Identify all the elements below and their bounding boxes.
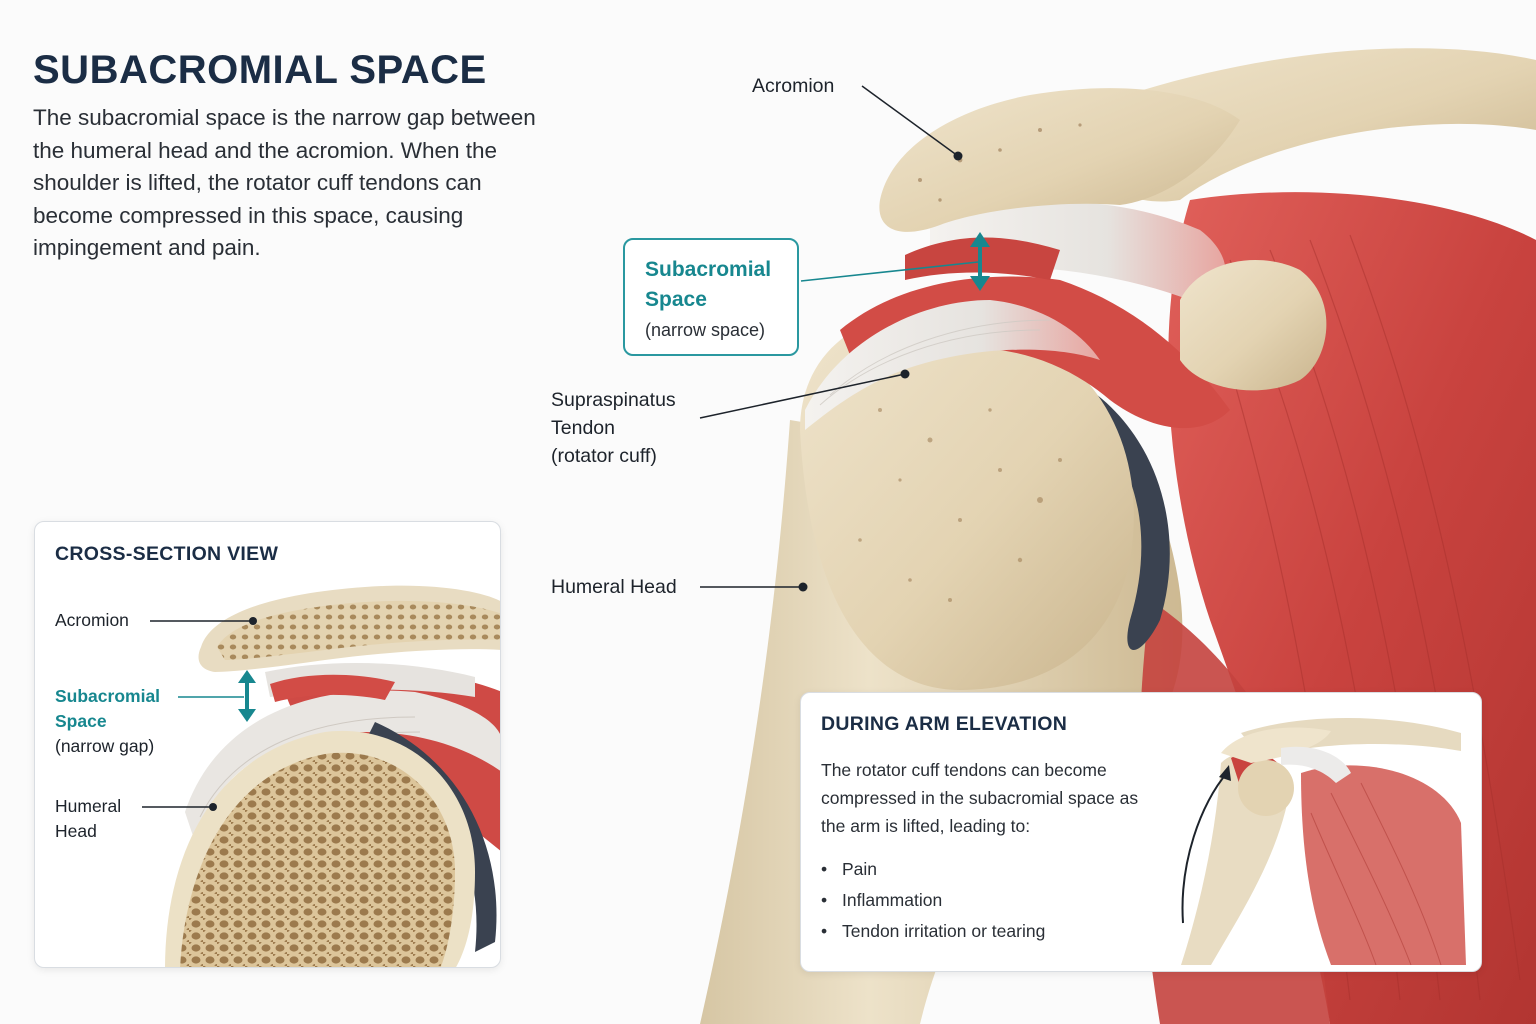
cs-subacromial-line2: Space — [55, 711, 107, 731]
arm-elevation-card: DURING ARM ELEVATION The rotator cuff te… — [800, 692, 1482, 972]
arm-elevation-title: DURING ARM ELEVATION — [821, 713, 1068, 735]
cs-humeral-label: Humeral Head — [55, 794, 121, 844]
subacromial-space-callout: Subacromial Space (narrow space) — [623, 238, 799, 356]
cross-section-title: CROSS-SECTION VIEW — [55, 543, 279, 565]
arm-elevation-illustration — [1181, 718, 1466, 965]
cs-subacromial-line1: Subacromial — [55, 686, 161, 706]
subacromial-callout-line1: Subacromial — [645, 258, 772, 281]
subacromial-callout-line2: Space — [645, 288, 707, 311]
subacromial-callout-line3: (narrow space) — [645, 320, 766, 340]
subacromial-arrow — [970, 232, 990, 291]
list-item: Tendon irritation or tearing — [821, 916, 1045, 947]
arm-elevation-text: The rotator cuff tendons can become comp… — [821, 760, 1139, 836]
cs-subacromial-label: Subacromial Space (narrow gap) — [55, 684, 160, 759]
supraspinatus-leader — [699, 373, 906, 419]
list-item: Pain — [821, 854, 1045, 885]
acromion-bone — [879, 88, 1240, 232]
cross-section-illustration — [142, 585, 500, 967]
humeral-head — [800, 310, 1134, 690]
supraspinatus-label: Supraspinatus Tendon (rotator cuff) — [551, 386, 676, 470]
supraspinatus-label-line2: Tendon — [551, 417, 615, 439]
cs-humeral-line2: Head — [55, 821, 97, 841]
intro-text: The subacromial space is the narrow gap … — [33, 105, 536, 260]
acromion-leader — [861, 85, 959, 157]
subacromial-leader — [800, 261, 979, 282]
cs-acromion-label: Acromion — [55, 610, 129, 630]
supraspinatus-label-line1: Supraspinatus — [551, 389, 676, 411]
cross-section-card: CROSS-SECTION VIEW Acromion Subacromial … — [34, 521, 501, 968]
list-item: Inflammation — [821, 885, 1045, 916]
cs-subacromial-line3: (narrow gap) — [55, 736, 155, 756]
page-title: SUBACROMIAL SPACE — [33, 48, 487, 92]
supraspinatus-tendon — [805, 300, 1100, 430]
symptom-list: Pain Inflammation Tendon irritation or t… — [821, 854, 1045, 947]
coracoid-process — [1180, 260, 1327, 391]
cs-humeral-line1: Humeral — [55, 796, 122, 816]
humeral-head-label: Humeral Head — [551, 576, 677, 598]
acromion-label: Acromion — [752, 75, 835, 97]
supraspinatus-label-line3: (rotator cuff) — [551, 445, 657, 467]
